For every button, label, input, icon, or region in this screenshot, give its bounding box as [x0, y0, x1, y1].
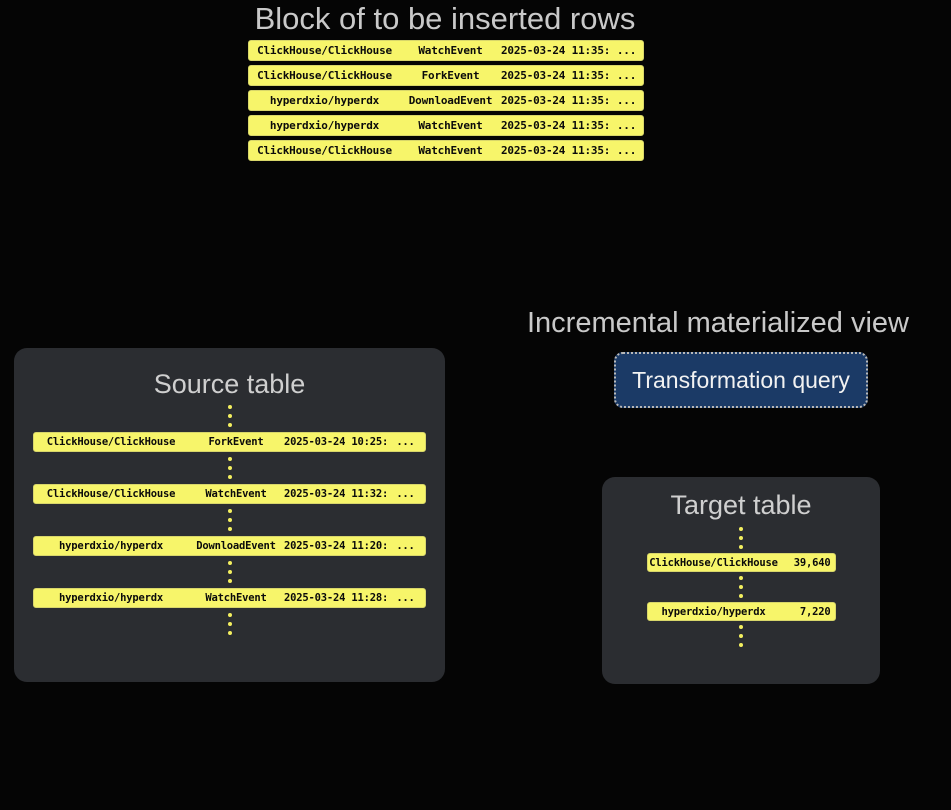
row-timestamp: 2025-03-24 11:35:40 [501, 44, 610, 57]
source-table-rows: ClickHouse/ClickHouse ForkEvent 2025-03-24… [14, 400, 445, 640]
target-ellipsis [739, 523, 743, 553]
row-more: ... [396, 436, 415, 448]
row-event: WatchEvent [418, 119, 483, 132]
row-repo: ClickHouse/ClickHouse [46, 488, 176, 500]
table-row: ClickHouse/ClickHouse WatchEvent 2025-03-2… [248, 40, 644, 61]
row-repo: ClickHouse/ClickHouse [46, 436, 176, 448]
source-table-title: Source table [153, 369, 306, 399]
ellipsis-dot [227, 631, 232, 635]
table-row: ClickHouse/ClickHouse 39,640 [646, 553, 836, 572]
transformation-query-box[interactable]: Transformation query [614, 352, 868, 408]
ellipsis-dot [739, 625, 743, 629]
row-timestamp: 2025-03-24 11:35:52 [501, 119, 610, 132]
ellipsis-dot [227, 466, 232, 470]
ellipsis-dot [227, 457, 232, 461]
row-event: ForkEvent [208, 436, 264, 448]
source-ellipsis [227, 556, 232, 588]
ellipsis-dot [739, 527, 743, 531]
ellipsis-dot [227, 475, 232, 479]
ellipsis-dot [227, 405, 232, 409]
row-repo: hyperdxio/hyperdx [269, 119, 380, 132]
row-timestamp: 2025-03-24 11:35:48 [501, 94, 610, 107]
ellipsis-dot [227, 527, 232, 531]
row-more: ... [396, 488, 415, 500]
row-more: ... [396, 540, 415, 552]
row-more: ... [616, 94, 637, 107]
row-event: WatchEvent [205, 592, 267, 604]
row-repo: ClickHouse/ClickHouse [257, 69, 392, 82]
row-timestamp: 2025-03-24 11:32:54 [284, 488, 386, 500]
row-more: ... [616, 69, 637, 82]
row-repo: ClickHouse/ClickHouse [257, 44, 392, 57]
table-row: hyperdxio/hyperdx WatchEvent 2025-03-24 11… [248, 115, 644, 136]
target-table-rows: ClickHouse/ClickHouse 39,640 hyperdxio/hyp… [602, 523, 880, 651]
ellipsis-dot [739, 594, 743, 598]
ellipsis-dot [227, 423, 232, 427]
row-event: ForkEvent [421, 69, 480, 82]
row-repo: ClickHouse/ClickHouse [649, 556, 778, 569]
transformation-query-label: Transformation query [632, 366, 850, 393]
table-row: hyperdxio/hyperdx DownloadEvent 2025-03-24… [33, 536, 426, 556]
block-of-rows-title: Block of to be inserted rows [254, 1, 636, 36]
ellipsis-dot [739, 585, 743, 589]
table-row: ClickHouse/ClickHouse ForkEvent 2025-03-24… [248, 65, 644, 86]
ellipsis-dot [227, 509, 232, 513]
source-ellipsis [227, 452, 232, 484]
source-table-panel: Source table ClickHouse/ClickHouse ForkEv… [14, 348, 445, 682]
target-ellipsis [739, 621, 743, 651]
target-ellipsis [739, 572, 743, 602]
table-row: ClickHouse/ClickHouse WatchEvent 2025-03-2… [33, 484, 426, 504]
row-timestamp: 2025-03-24 11:20:12 [284, 540, 386, 552]
ellipsis-dot [739, 545, 743, 549]
row-timestamp: 2025-03-24 10:25:00 [284, 436, 386, 448]
row-count: 39,640 [793, 556, 831, 569]
row-event: WatchEvent [205, 488, 267, 500]
target-table-title: Target table [670, 490, 812, 520]
source-ellipsis [227, 400, 232, 432]
ellipsis-dot [739, 576, 743, 580]
ellipsis-dot [739, 634, 743, 638]
table-row: ClickHouse/ClickHouse ForkEvent 2025-03-24… [33, 432, 426, 452]
row-more: ... [616, 119, 637, 132]
ellipsis-dot [739, 643, 743, 647]
target-table-panel: Target table ClickHouse/ClickHouse 39,640… [602, 477, 880, 684]
row-count: 7,220 [799, 605, 831, 618]
row-more: ... [616, 144, 637, 157]
row-repo: hyperdxio/hyperdx [58, 592, 164, 604]
row-event: DownloadEvent [196, 540, 276, 552]
ellipsis-dot [227, 561, 232, 565]
row-repo: hyperdxio/hyperdx [269, 94, 380, 107]
ellipsis-dot [739, 536, 743, 540]
source-ellipsis [227, 504, 232, 536]
incremental-materialized-view-title: Incremental materialized view [527, 307, 909, 339]
table-row: hyperdxio/hyperdx WatchEvent 2025-03-24 11… [33, 588, 426, 608]
table-row: ClickHouse/ClickHouse WatchEvent 2025-03-2… [248, 140, 644, 161]
row-repo: hyperdxio/hyperdx [58, 540, 164, 552]
row-timestamp: 2025-03-24 11:28:32 [284, 592, 386, 604]
ellipsis-dot [227, 613, 232, 617]
ellipsis-dot [227, 579, 232, 583]
row-repo: ClickHouse/ClickHouse [257, 144, 392, 157]
row-event: DownloadEvent [408, 94, 493, 107]
ellipsis-dot [227, 414, 232, 418]
table-row: hyperdxio/hyperdx 7,220 [646, 602, 836, 621]
row-event: WatchEvent [418, 44, 483, 57]
ellipsis-dot [227, 518, 232, 522]
row-repo: hyperdxio/hyperdx [661, 605, 766, 618]
ellipsis-dot [227, 622, 232, 626]
ellipsis-dot [227, 570, 232, 574]
row-more: ... [396, 592, 415, 604]
table-row: hyperdxio/hyperdx DownloadEvent 2025-03-24… [248, 90, 644, 111]
row-timestamp: 2025-03-24 11:35:44 [501, 69, 610, 82]
row-timestamp: 2025-03-24 11:35:54 [501, 144, 610, 157]
row-more: ... [616, 44, 637, 57]
row-event: WatchEvent [418, 144, 483, 157]
source-ellipsis [227, 608, 232, 640]
